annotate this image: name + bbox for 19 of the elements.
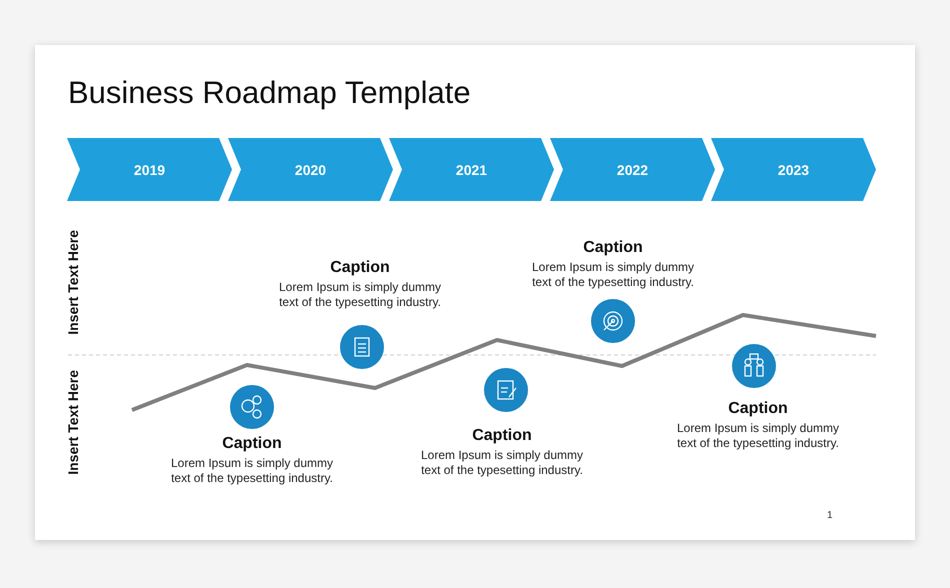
page-number: 1 (827, 510, 833, 521)
year-banner: 2020 (228, 138, 393, 201)
caption-heading: Caption (471, 427, 533, 445)
year-banner: 2021 (389, 138, 554, 201)
slide-title: Business Roadmap Template (68, 75, 471, 111)
caption-heading: Caption (221, 435, 283, 453)
caption-heading: Caption (329, 259, 391, 277)
axis-label: Insert Text Here (65, 230, 81, 335)
year-banner: 2023 (711, 138, 876, 201)
caption-text: Lorem Ipsum is simply dummy text of the typesetting industry. (530, 260, 696, 290)
axis-label: Insert Text Here (65, 370, 81, 475)
caption-heading: Caption (727, 400, 789, 418)
caption-text: Lorem Ipsum is simply dummy text of the typesetting industry. (420, 448, 584, 478)
caption-heading: Caption (582, 239, 644, 257)
caption-text: Lorem Ipsum is simply dummy text of the typesetting industry. (170, 456, 334, 486)
caption-text: Lorem Ipsum is simply dummy text of the typesetting industry. (676, 421, 840, 451)
year-banner: 2019 (67, 138, 232, 201)
year-banner: 2022 (550, 138, 715, 201)
caption-text: Lorem Ipsum is simply dummy text of the typesetting industry. (278, 280, 442, 310)
